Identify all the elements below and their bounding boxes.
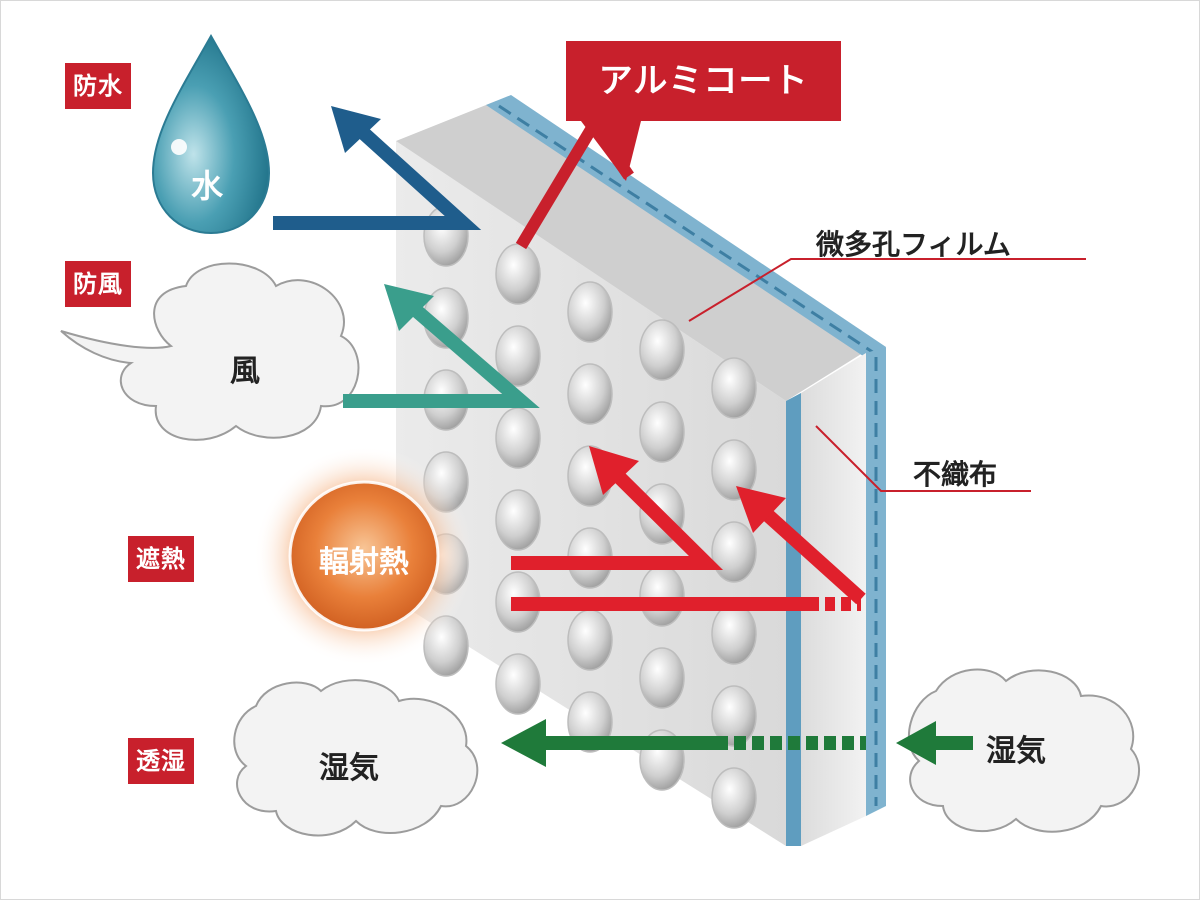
water-repel-arrow — [273, 106, 482, 230]
panel-hole — [567, 609, 613, 671]
water-drop — [151, 33, 271, 235]
panel-hole — [711, 439, 757, 501]
panel-hole — [567, 363, 613, 425]
moisture-left-label: 湿気 — [319, 751, 379, 786]
aluminium-callout-shape — [515, 41, 841, 250]
microporous-film-label: 微多孔フィルム — [816, 228, 1011, 261]
panel-hole — [495, 243, 541, 305]
wind-block-arrow — [343, 284, 540, 408]
panel-hole — [639, 401, 685, 463]
radiant-heat-sun — [254, 446, 474, 666]
heat-reflect-arrows — [511, 446, 866, 611]
moisture-cloud-left — [233, 679, 479, 837]
panel-hole — [639, 319, 685, 381]
aluminium-coat-label: アルミコート — [598, 61, 809, 101]
aluminium-layer-edge — [786, 393, 801, 846]
panel-hole — [639, 647, 685, 709]
panel-hole — [711, 521, 757, 583]
panel-hole — [495, 653, 541, 715]
nonwoven-fabric-label: 不織布 — [913, 458, 998, 491]
tag-moisture-permeable: 透湿 — [128, 738, 194, 784]
panel-hole — [495, 489, 541, 551]
panel-hole — [567, 281, 613, 343]
panel-hole — [711, 603, 757, 665]
panel-hole — [639, 565, 685, 627]
membrane-panel — [396, 95, 886, 846]
panel-hole — [495, 325, 541, 387]
layer-strip-top — [486, 95, 886, 356]
tag-waterproof: 防水 — [65, 63, 131, 109]
panel-hole — [711, 357, 757, 419]
moisture-right-label: 湿気 — [986, 734, 1046, 769]
radiant-heat-label: 輻射熱 — [319, 545, 409, 580]
tag-heat-shield: 遮熱 — [128, 536, 194, 582]
panel-top-edge — [396, 101, 866, 401]
water-label: 水 — [191, 167, 224, 205]
moisture-cloud-right — [908, 668, 1141, 833]
panel-hole — [495, 407, 541, 469]
leader-lines — [688, 258, 1086, 492]
wind-label: 風 — [230, 354, 260, 389]
panel-hole — [711, 767, 757, 829]
moisture-pass-arrow — [501, 719, 973, 767]
tag-windproof: 防風 — [65, 261, 131, 307]
wind-cloud — [60, 262, 360, 441]
